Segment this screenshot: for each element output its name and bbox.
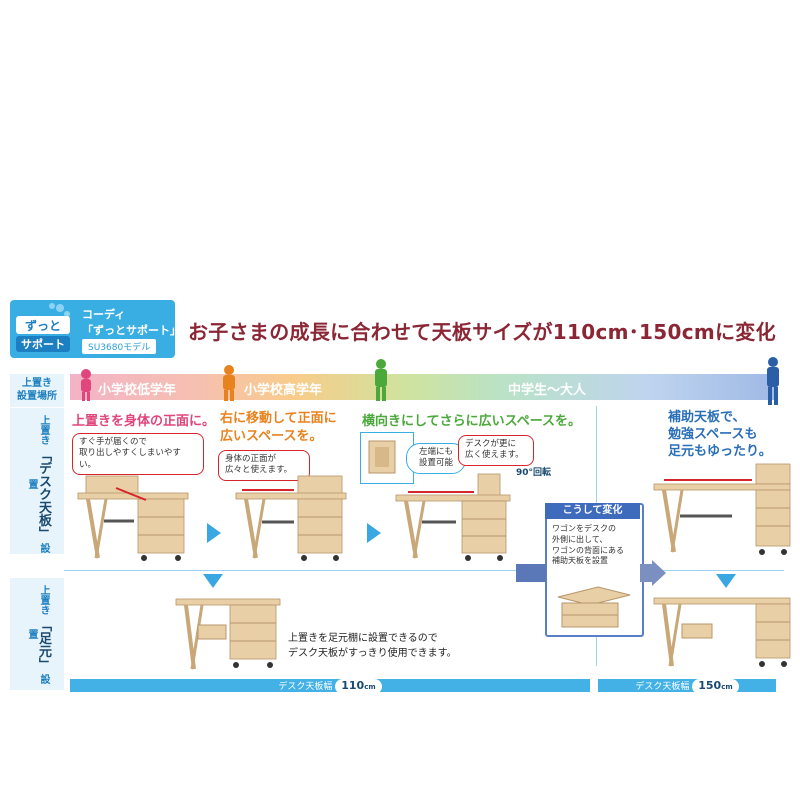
width-value-pill: 150cm [692, 679, 739, 694]
panel4-lead: 補助天板で、 勉強スペースも 足元もゆったり。 [668, 410, 772, 459]
width-value: 150 [698, 679, 722, 692]
width-unit: cm [364, 683, 376, 691]
desk-adult-foot-illustration [653, 597, 791, 667]
change-title: こうして変化 [545, 503, 640, 519]
desk-foot-shelf-illustration [175, 598, 281, 670]
stage-lower-elementary: 小学校低学年 [98, 383, 177, 398]
panel2-callout: 身体の正面が 広々と使えます。 [218, 450, 310, 481]
width-value-pill: 110cm [335, 679, 382, 694]
stage-label-top: 上置き [22, 378, 52, 389]
unit-detail-inset [360, 432, 414, 484]
stage-column-label: 上置き 設置場所 [10, 374, 64, 407]
wagon-board-illustration [557, 586, 631, 628]
adult-figure-icon [767, 357, 779, 405]
panel1-callout: すぐ手が届くので 取り出しやすくしまいやすい。 [72, 433, 204, 476]
arrow-down-icon [716, 574, 736, 588]
brand-name: コーディ [82, 308, 126, 321]
width-bar-110: デスク天板幅 110cm [70, 679, 590, 694]
page-title: お子さまの成長に合わせて天板サイズが110cm･150cmに変化 [188, 320, 776, 344]
desk-lower-elementary-illustration [77, 475, 189, 561]
panel3-left-callout: 左端にも 設置可能 [406, 443, 466, 474]
row-foot-name: 「足元」 [36, 618, 51, 670]
width-bar-label: デスク天板幅 [278, 682, 333, 692]
row-desk-suffix: 設置 [26, 479, 49, 553]
change-arrow-icon [516, 560, 666, 586]
row-divider [64, 570, 784, 571]
width-bar-150: デスク天板幅 150cm [598, 679, 776, 694]
stage-bar [70, 374, 776, 400]
model-badge: SU3680モデル [82, 339, 157, 354]
change-text: ワゴンをデスクの 外側に出して、 ワゴンの背面にある 補助天板を設置 [552, 524, 624, 566]
arrow-right-icon [207, 523, 221, 543]
logo-mark-bottom: サポート [21, 337, 65, 351]
width-unit: cm [721, 683, 733, 691]
row-foot-prefix: 上置き [38, 584, 49, 615]
width-value: 110 [341, 679, 365, 692]
row-foot-suffix: 設置 [26, 629, 49, 684]
row-label-desk-top: 上置き 「デスク天板」 設置 [10, 408, 64, 554]
stage-upper-elementary: 小学校高学年 [244, 383, 323, 398]
logo-mark-top: ずっと [25, 318, 61, 333]
hutch-rotated-icon [368, 440, 396, 474]
desk-adult-illustration [653, 463, 791, 555]
foot-note: 上置きを足元棚に設置できるので デスク天板がすっきり使用できます。 [288, 633, 457, 659]
desk-upper-elementary-illustration [235, 475, 347, 561]
stage-junior-high-adult: 中学生～大人 [508, 383, 587, 398]
arrow-right-icon [367, 523, 381, 543]
panel2-lead: 右に移動して正面に 広いスペースを。 [220, 411, 337, 444]
stage-label-bottom: 設置場所 [17, 391, 57, 402]
child-figure-icon [81, 369, 91, 401]
desk-junior-high-illustration [395, 473, 511, 561]
row-desk-prefix: 上置き [38, 415, 49, 446]
width-bar-label: デスク天板幅 [635, 682, 690, 692]
arrow-down-icon [203, 574, 223, 588]
teen-figure-icon [375, 359, 387, 401]
rotation-label: 90°回転 [516, 468, 552, 478]
brand-series: 「ずっとサポート」 [82, 324, 181, 337]
panel3-callout: デスクが更に 広く使えます。 [458, 435, 534, 466]
logo-mark-icon: ずっと サポート [16, 303, 70, 352]
panel3-lead: 横向きにしてさらに広いスペースを。 [362, 414, 582, 429]
row-label-foot: 上置き 「足元」 設置 [10, 578, 64, 690]
older-child-figure-icon [223, 365, 235, 401]
panel1-lead: 上置きを身体の正面に。 [72, 414, 216, 429]
row-desk-name: 「デスク天板」 [36, 448, 51, 540]
